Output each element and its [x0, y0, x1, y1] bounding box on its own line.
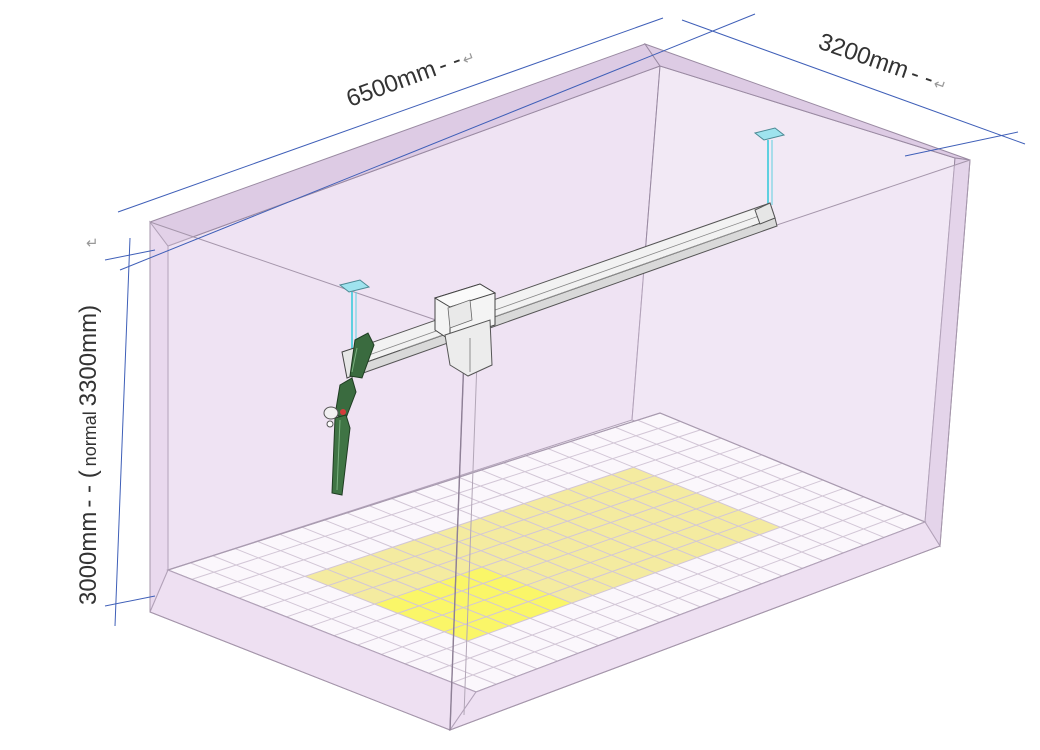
floor-grid-line — [480, 469, 762, 585]
floor-grid-line — [428, 504, 885, 674]
floor-grid-line — [413, 491, 701, 608]
floor-grid-line — [436, 483, 722, 600]
floor-grid-line — [503, 462, 783, 577]
floor-grid-line — [404, 496, 865, 665]
height-dimension-label: 3000mm- - (normal3300mm) — [75, 305, 102, 605]
floor-grid-line — [615, 426, 885, 538]
floor-grid-line — [369, 505, 660, 623]
floor-grid-line — [357, 479, 824, 646]
floor-grid-line — [381, 487, 844, 655]
hanger-right — [753, 127, 786, 205]
floor-grid-line — [190, 562, 497, 685]
floor-grid-line — [257, 540, 558, 662]
floor-grid-line — [637, 419, 905, 531]
floor-grid-line — [191, 420, 681, 580]
floor-grid-line — [238, 437, 722, 599]
front-corner-edge-inner — [463, 333, 479, 716]
hanger-left — [338, 279, 371, 352]
dimension-lines — [104, 13, 1026, 627]
floor-grid-line — [525, 455, 803, 569]
floor-grid-line — [301, 526, 599, 647]
floor-grid-line — [333, 471, 803, 637]
floor-grid-line — [234, 548, 538, 670]
floor-grid-line — [547, 448, 824, 562]
floor-grid-line — [346, 512, 640, 631]
floor — [166, 412, 927, 693]
return-arrow-icon: ↵ — [460, 48, 478, 69]
floor-grid-line — [452, 513, 905, 684]
carriage-motor — [433, 283, 497, 377]
robot-arm — [323, 332, 375, 496]
floor-grid-line — [570, 441, 844, 554]
return-arrow-icon: ↵ — [86, 234, 99, 252]
floor-grid-line — [592, 433, 864, 546]
floor-grid-line — [391, 498, 681, 616]
joint-red — [340, 409, 346, 415]
length-dimension-label: 6500mm- -↵ — [343, 41, 479, 112]
floor-grid-line — [324, 519, 620, 639]
floor-grid-line — [279, 533, 579, 654]
floor-grid — [190, 419, 905, 685]
floor-grid-line — [286, 454, 763, 618]
return-arrow-icon: ↵ — [931, 74, 949, 95]
floor-grid-line — [458, 476, 742, 593]
front-corner-edge — [449, 329, 466, 731]
floor-grid-line — [309, 462, 783, 627]
tool-head — [323, 406, 339, 420]
floor-grid-line — [262, 446, 742, 609]
width-dimension-label: 3200mm- -↵ — [815, 28, 951, 97]
